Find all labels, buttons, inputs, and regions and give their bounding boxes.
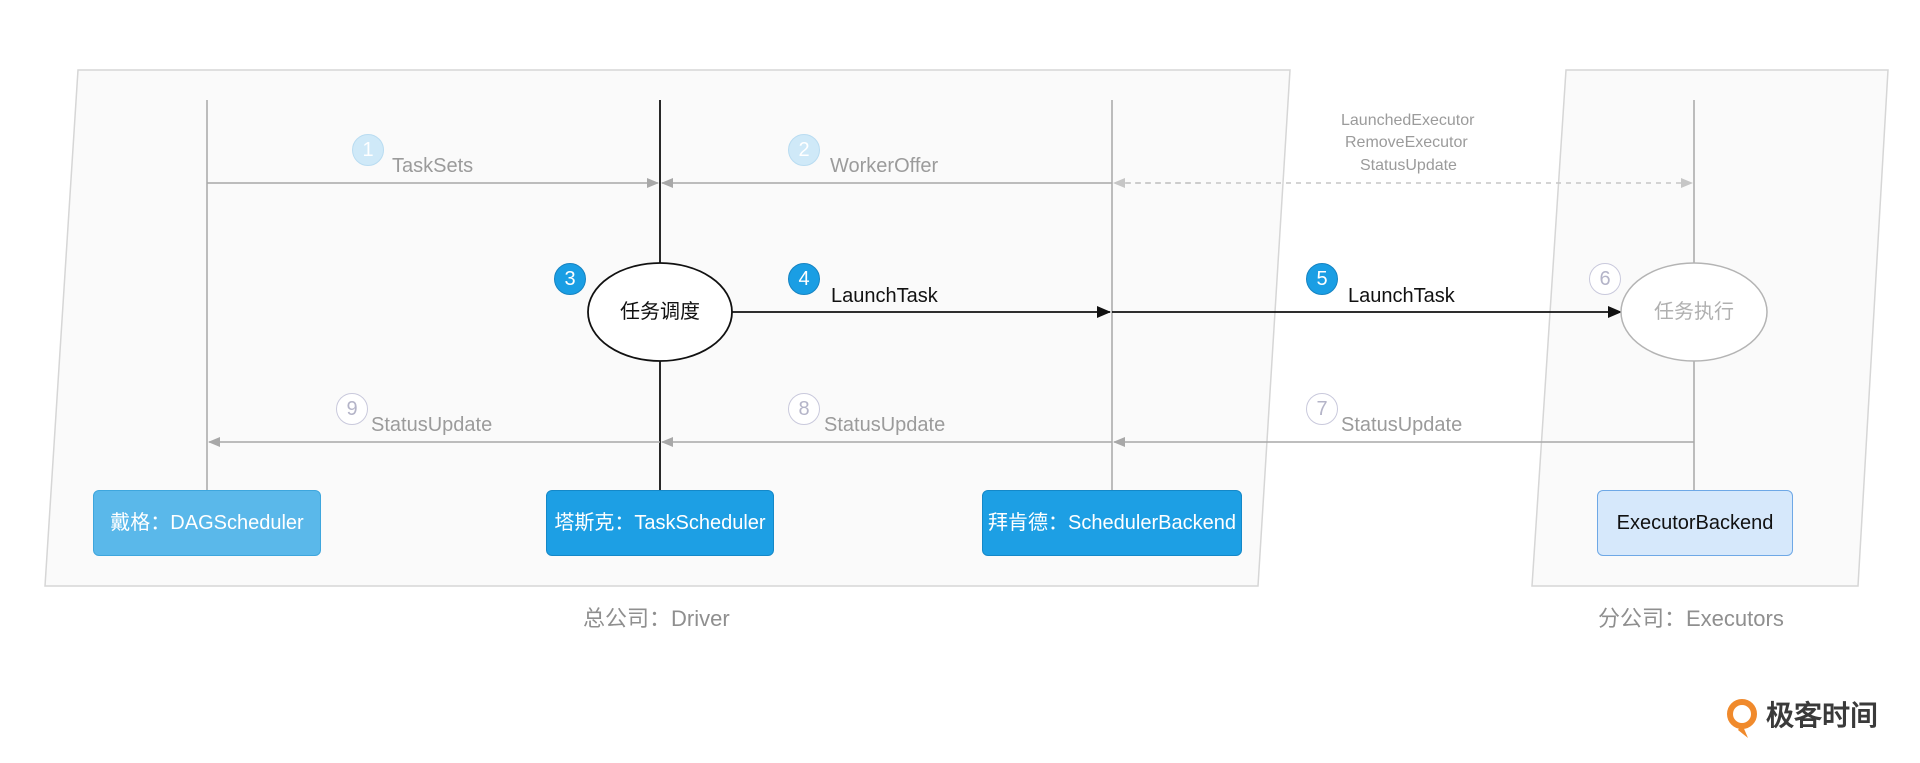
oval-schedule-label: 任务调度: [620, 301, 700, 323]
step-9-label: StatusUpdate: [371, 414, 493, 436]
step-3-badge: 3: [554, 263, 586, 295]
step-8-label: StatusUpdate: [824, 414, 946, 436]
node-taskscheduler: 塔斯克：TaskScheduler: [546, 490, 774, 556]
oval-execute-label: 任务执行: [1654, 301, 1734, 323]
heartbeat-msg-1: LaunchedExecutor: [1341, 112, 1475, 129]
oval-schedule: [587, 262, 733, 362]
node-executorbackend: ExecutorBackend: [1597, 490, 1793, 556]
step-1-label: TaskSets: [392, 155, 474, 177]
step-4-label: LaunchTask: [831, 285, 938, 307]
step-8-badge: 8: [788, 393, 820, 425]
heartbeat-msg-3: StatusUpdate: [1360, 157, 1457, 174]
step-2-badge: 2: [788, 134, 820, 166]
step-1-badge: 1: [352, 134, 384, 166]
step-4-badge: 4: [788, 263, 820, 295]
geektime-logo-icon: [1727, 699, 1757, 738]
heartbeat-msg-2: RemoveExecutor: [1345, 134, 1468, 151]
node-dagscheduler: 戴格：DAGScheduler: [93, 490, 321, 556]
executors-region-label: 分公司：Executors: [1598, 606, 1784, 631]
driver-region-label: 总公司：Driver: [583, 606, 730, 631]
step-7-badge: 7: [1306, 393, 1338, 425]
step-9-badge: 9: [336, 393, 368, 425]
geektime-logo: 极客时间: [1726, 696, 1878, 736]
step-5-badge: 5: [1306, 263, 1338, 295]
step-7-label: StatusUpdate: [1341, 414, 1463, 436]
step-5-label: LaunchTask: [1348, 285, 1455, 307]
step-2-label: WorkerOffer: [830, 155, 939, 177]
node-schedulerbackend: 拜肯德：SchedulerBackend: [982, 490, 1242, 556]
oval-execute: [1620, 262, 1768, 362]
logo-text: 极客时间: [1766, 700, 1879, 731]
step-6-badge: 6: [1589, 263, 1621, 295]
